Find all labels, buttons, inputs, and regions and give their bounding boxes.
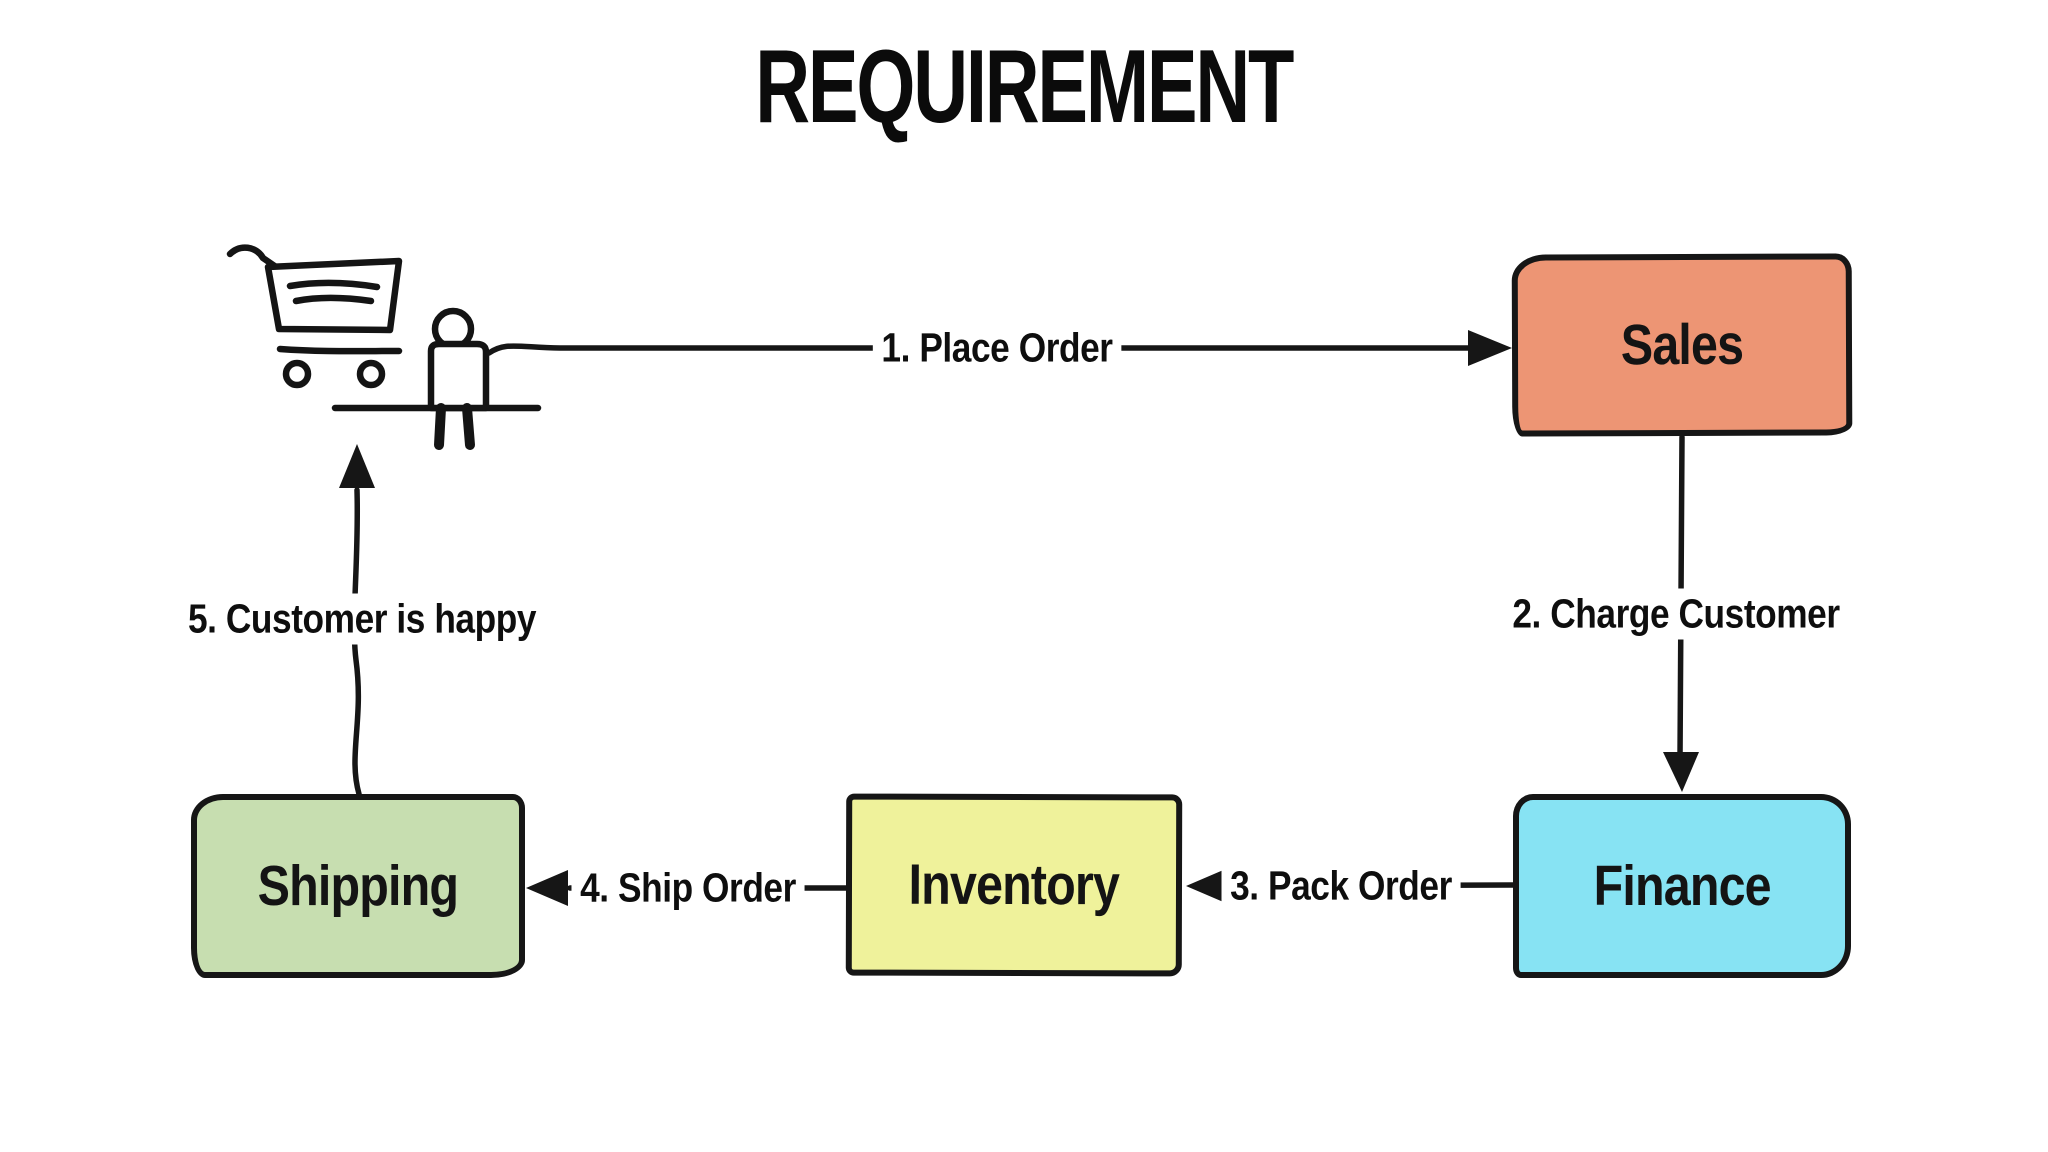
- edge-label-charge-customer: 2. Charge Customer: [1503, 588, 1849, 640]
- page-title: REQUIREMENT: [0, 28, 2048, 147]
- edge-label-customer-happy: 5. Customer is happy: [179, 593, 545, 645]
- page-title-text: REQUIREMENT: [755, 29, 1295, 145]
- arrowhead-left-icon: [526, 870, 568, 906]
- edge-place-order: [486, 330, 1512, 366]
- node-sales-label: Sales: [1620, 312, 1744, 378]
- shopping-cart-customer-icon: [226, 244, 542, 450]
- edge-label-ship-order: 4. Ship Order: [571, 862, 805, 914]
- arrowhead-down-icon: [1663, 752, 1699, 792]
- node-inventory-label: Inventory: [908, 852, 1120, 918]
- arrowhead-up-icon: [339, 444, 375, 488]
- arrowhead-right-icon: [1468, 330, 1512, 366]
- edge-customer-happy: [339, 444, 375, 797]
- node-shipping: Shipping: [191, 794, 525, 978]
- edge-label-pack-order: 3. Pack Order: [1221, 860, 1461, 912]
- edge-label-place-order: 1. Place Order: [872, 322, 1122, 374]
- node-finance-label: Finance: [1593, 854, 1771, 918]
- arrowhead-left-icon: [1186, 868, 1228, 904]
- node-sales: Sales: [1511, 253, 1853, 437]
- node-inventory: Inventory: [845, 793, 1183, 977]
- node-shipping-label: Shipping: [257, 854, 459, 918]
- node-finance: Finance: [1513, 794, 1851, 978]
